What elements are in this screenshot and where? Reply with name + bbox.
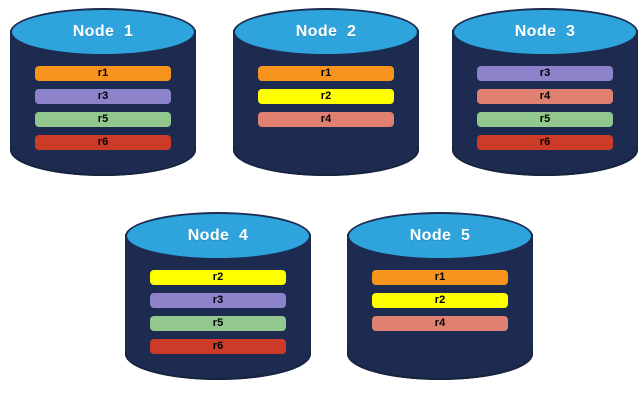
replica-list: r3 r4 r5 r6 (477, 66, 613, 150)
node-top-ellipse: Node 2 (233, 8, 419, 56)
replica-bar[interactable]: r3 (35, 89, 171, 104)
node-label: Node 2 (295, 23, 357, 40)
replica-bar[interactable]: r6 (150, 339, 286, 354)
node-top-ellipse: Node 3 (452, 8, 638, 56)
replica-bar[interactable]: r1 (258, 66, 394, 81)
replica-bar[interactable]: r3 (150, 293, 286, 308)
node-top-ellipse: Node 1 (10, 8, 196, 56)
replica-bar[interactable]: r3 (477, 66, 613, 81)
node-label: Node 3 (514, 23, 576, 40)
node-label: Node 1 (72, 23, 134, 40)
node-cylinder-1[interactable]: r1 r3 r5 r6 Node 1 (10, 8, 196, 186)
replica-bar[interactable]: r2 (372, 293, 508, 308)
node-top-ellipse: Node 5 (347, 212, 533, 260)
replica-list: r2 r3 r5 r6 (150, 270, 286, 354)
replica-bar[interactable]: r1 (372, 270, 508, 285)
replica-list: r1 r2 r4 (372, 270, 508, 331)
replica-bar[interactable]: r6 (35, 135, 171, 150)
node-label: Node 5 (409, 227, 471, 244)
replica-bar[interactable]: r1 (35, 66, 171, 81)
node-cylinder-2[interactable]: r1 r2 r4 Node 2 (233, 8, 419, 186)
replica-bar[interactable]: r2 (258, 89, 394, 104)
node-top-ellipse: Node 4 (125, 212, 311, 260)
node-cylinder-4[interactable]: r2 r3 r5 r6 Node 4 (125, 212, 311, 390)
replica-bar[interactable]: r5 (150, 316, 286, 331)
replica-list: r1 r2 r4 (258, 66, 394, 127)
replica-bar[interactable]: r5 (477, 112, 613, 127)
node-cylinder-5[interactable]: r1 r2 r4 Node 5 (347, 212, 533, 390)
replica-bar[interactable]: r4 (372, 316, 508, 331)
node-cylinder-3[interactable]: r3 r4 r5 r6 Node 3 (452, 8, 638, 186)
node-label: Node 4 (187, 227, 249, 244)
replica-bar[interactable]: r5 (35, 112, 171, 127)
replica-bar[interactable]: r4 (258, 112, 394, 127)
replica-bar[interactable]: r2 (150, 270, 286, 285)
replica-list: r1 r3 r5 r6 (35, 66, 171, 150)
replica-bar[interactable]: r6 (477, 135, 613, 150)
replica-bar[interactable]: r4 (477, 89, 613, 104)
